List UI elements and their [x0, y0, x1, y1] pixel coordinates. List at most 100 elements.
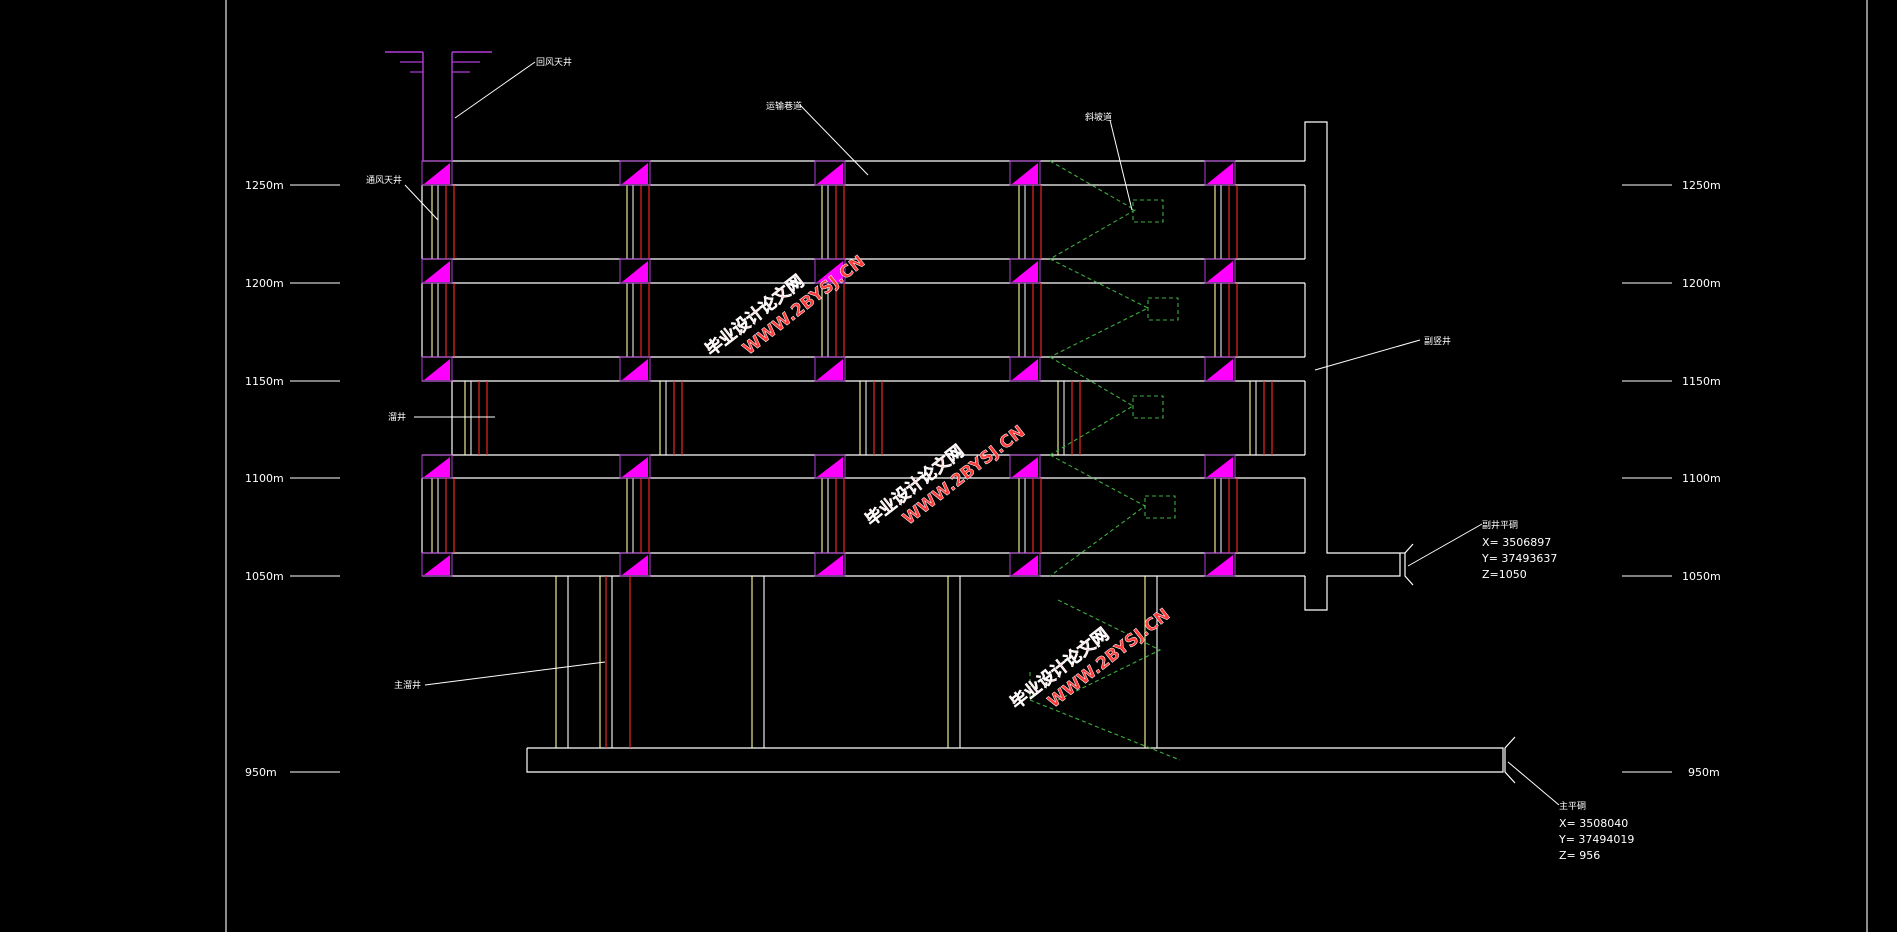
level-label-right: 1100m [1682, 472, 1721, 485]
pillar-triangle [622, 457, 648, 477]
label-layer: 1250m 1250m 1200m 1200m 1150m 1150m 1100… [245, 56, 1721, 862]
coord-950-z: Z= 956 [1559, 849, 1600, 862]
transport-drift-label: 运输巷道 [766, 100, 802, 112]
level-label-right: 1250m [1682, 179, 1721, 192]
ore-pass-label: 溜井 [388, 411, 406, 423]
level-label-left: 1200m [245, 277, 284, 290]
pillar-box [814, 356, 846, 382]
pillar-triangle [622, 359, 648, 380]
auxiliary-shaft-label: 副竖井 [1424, 335, 1451, 347]
return-air-shaft-label: 回风天井 [536, 56, 572, 68]
coord-1050-z: Z=1050 [1482, 568, 1527, 581]
adit-portal-950 [1504, 736, 1516, 784]
level-label-right: 1050m [1682, 570, 1721, 583]
pillar-triangle [1012, 359, 1038, 380]
level-label-left: 1150m [245, 375, 284, 388]
level-label-left: 1250m [245, 179, 284, 192]
leader-transport-drift [799, 104, 869, 176]
pillar-box [421, 356, 453, 382]
pillar-triangle [424, 163, 450, 184]
ramp-landing [1147, 297, 1179, 321]
pillar-triangle [424, 261, 450, 282]
pillar-box [814, 160, 846, 186]
leader-auxiliary-shaft [1314, 339, 1421, 371]
pillar-box [619, 258, 651, 284]
pillar-triangle [1012, 457, 1038, 477]
pillar-triangle [622, 261, 648, 282]
pillar-box [814, 552, 846, 577]
pillar-triangle [817, 555, 843, 575]
auxiliary-shaft [1304, 121, 1401, 611]
pillar-triangle [1207, 457, 1233, 477]
coord-950-y: Y= 37494019 [1558, 833, 1634, 846]
coord-950-x: X= 3508040 [1559, 817, 1628, 830]
pillar-box [814, 258, 846, 284]
pillar-triangle [1012, 555, 1038, 575]
ramp-segment [1057, 599, 1162, 701]
ramp-segment [1029, 672, 1181, 761]
pillar-triangle [817, 359, 843, 380]
level-label-right: 950m [1688, 766, 1720, 779]
ramp-label: 斜坡道 [1085, 111, 1112, 123]
ramp-landing [1132, 199, 1164, 223]
pillar-triangle [1012, 163, 1038, 184]
leader-ramp [1109, 119, 1133, 211]
pillar-box [619, 454, 651, 479]
coord-950-title: 主平硐 [1559, 800, 1586, 812]
pillar-triangle [817, 457, 843, 477]
ventilation-raise-label: 通风天井 [366, 174, 402, 186]
pillar-triangle [622, 163, 648, 184]
coord-1050-x: X= 3506897 [1482, 536, 1551, 549]
pillar-triangle [817, 261, 843, 282]
ramp-landing [1144, 495, 1176, 519]
pillar-box [1009, 454, 1041, 479]
pillar-box [1204, 160, 1236, 186]
ramp-landing [1132, 395, 1164, 419]
pillar-box [421, 258, 453, 284]
coord-1050-title: 副井平硐 [1482, 519, 1518, 531]
pillar-triangle [1012, 261, 1038, 282]
pillar-box [1009, 160, 1041, 186]
pillar-box [814, 454, 846, 479]
pillar-box [1009, 552, 1041, 577]
pillar-triangle [1207, 261, 1233, 282]
pillar-triangle [424, 457, 450, 477]
leader-main-shaft [424, 661, 606, 686]
leader-coord-1050 [1407, 523, 1483, 567]
adit-portal-1050 [1404, 543, 1414, 586]
pillar-triangle [1207, 555, 1233, 575]
leader-return-air-shaft [454, 61, 536, 119]
pillar-box [619, 160, 651, 186]
level-label-right: 1200m [1682, 277, 1721, 290]
pillar-box [421, 552, 453, 577]
pillar-box [421, 160, 453, 186]
mine-geometry [290, 51, 1672, 806]
level-label-left: 950m [245, 766, 277, 779]
level-label-right: 1150m [1682, 375, 1721, 388]
pillar-triangle [1207, 359, 1233, 380]
pillar-box [1009, 258, 1041, 284]
leader-ventilation-raise [404, 184, 439, 221]
pillar-triangle [1207, 163, 1233, 184]
pillar-box [1204, 258, 1236, 284]
pillar-box [421, 454, 453, 479]
pillar-box [619, 552, 651, 577]
pillar-triangle [424, 555, 450, 575]
leader-coord-950 [1507, 761, 1560, 806]
pillar-box [1204, 454, 1236, 479]
pillar-box [619, 356, 651, 382]
pillar-box [1204, 552, 1236, 577]
pillar-box [1009, 356, 1041, 382]
coord-1050-y: Y= 37493637 [1481, 552, 1557, 565]
ramp-segment [1049, 160, 1137, 260]
level-label-left: 1050m [245, 570, 284, 583]
level-label-left: 1100m [245, 472, 284, 485]
main-haulage-950 [526, 747, 1504, 773]
main-shaft-label: 主溜井 [394, 679, 421, 691]
pillar-triangle [817, 163, 843, 184]
ramp-segment [1049, 258, 1150, 358]
pillar-triangle [424, 359, 450, 380]
pillar-triangle [622, 555, 648, 575]
